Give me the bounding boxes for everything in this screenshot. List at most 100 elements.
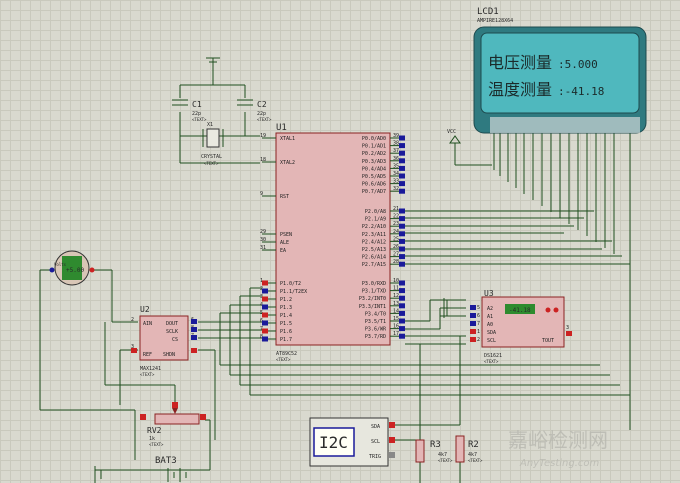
mcu-right-pin-port: [399, 208, 405, 214]
c1-ref: C1: [192, 100, 202, 109]
potentiometer-rv2[interactable]: RV2 1k <TEXT>: [140, 402, 206, 447]
mcu-right-pin-name: P0.0/AD0: [362, 136, 386, 142]
u3-pinnum-scl: 2: [477, 337, 480, 343]
watermark-en: AnyTesting.com: [519, 458, 600, 469]
mcu-left-pin-num: 6: [260, 318, 263, 324]
u3-pinnum-a0: 7: [477, 321, 480, 327]
r2-value: 4k7: [468, 452, 477, 458]
mcu-right-pin-name: P2.0/A8: [365, 209, 386, 215]
u2-pin-dout: DOUT: [166, 321, 178, 327]
mcu-right-pin-port: [399, 295, 405, 301]
mcu-right-pin-name: P0.2/AD2: [362, 151, 386, 157]
mcu-right-pin-name: P3.5/T1: [365, 319, 386, 325]
mcu-right-pin-name: P3.0/RXD: [362, 281, 386, 287]
mcu-right-pin-name: P3.7/RD: [365, 334, 386, 340]
i2c-debugger[interactable]: I2C SDA SCL TRIG: [309, 417, 395, 467]
mcu-left-pin-port: [262, 336, 268, 342]
u3-pinnum-tout: 3: [566, 325, 569, 331]
u2-pin-cs: CS: [172, 337, 178, 343]
mcu-right-pin-port: [399, 333, 405, 339]
vcc-symbol: VCC: [447, 129, 461, 144]
adc-u2[interactable]: U2 AIN DOUT SCLK CS REF SHDN 2 6 8 7 3 M…: [131, 305, 197, 377]
mcu-left-pin-num: 3: [260, 294, 263, 300]
mcu-left-pin-port: [262, 304, 268, 310]
mcu-right-pin-port: [399, 288, 405, 294]
watermark-cn: 嘉峪检测网: [508, 428, 608, 452]
mcu-left-pin-name: P1.6: [280, 329, 292, 335]
wires: [39, 57, 631, 483]
mcu-right-pin-port: [399, 181, 405, 187]
mcu-right-pin-name: P0.4/AD4: [362, 166, 386, 172]
mcu-right-pin-num: 36: [393, 156, 399, 162]
rv2-value: 1k: [149, 436, 155, 442]
mcu-left-pin-port: [262, 280, 268, 286]
u3-pinnum-sda: 1: [477, 329, 480, 335]
crystal-ref: X1: [207, 122, 213, 128]
mcu-right-pin-num: 22: [393, 214, 399, 220]
u2-pin-sclk: SCLK: [166, 329, 178, 335]
vcc-label: VCC: [447, 129, 456, 135]
u3-pinnum-a2: 5: [477, 305, 480, 311]
r3-text: <TEXT>: [438, 458, 453, 463]
mcu-left-pin-num: 19: [260, 133, 266, 139]
resistor-r3[interactable]: R3 4k7 <TEXT>: [415, 439, 453, 463]
mcu-left-pin-name: PSEN: [280, 232, 292, 238]
mcu-right-pin-port: [399, 173, 405, 179]
mcu-left-pin-name: XTAL1: [280, 136, 295, 142]
mcu-right-pin-name: P0.6/AD6: [362, 182, 386, 188]
u2-ref: U2: [140, 305, 150, 314]
mcu-left-pin-port: [262, 288, 268, 294]
lcd-pins: [490, 117, 640, 133]
mcu-right-pins: 39P0.0/AD038P0.1/AD137P0.2/AD236P0.3/AD3…: [359, 133, 405, 340]
capacitor-c1[interactable]: C1 22p <TEXT>: [172, 99, 207, 122]
u3-text: <TEXT>: [484, 359, 499, 364]
mcu-right-pin-num: 16: [393, 324, 399, 330]
mcu-right-pin-num: 33: [393, 179, 399, 185]
mcu-right-pin-port: [399, 303, 405, 309]
mcu-left-pin-num: 8: [260, 334, 263, 340]
mcu-right-pin-num: 37: [393, 148, 399, 154]
u3-pin-sda: SDA: [487, 330, 496, 336]
c2-text: <TEXT>: [257, 117, 272, 122]
mcu-left-pin-name: XTAL2: [280, 160, 295, 166]
mcu-right-pin-port: [399, 318, 405, 324]
mcu-left-pin-num: 30: [260, 237, 266, 243]
mcu-left-pin-name: RST: [280, 194, 289, 200]
mcu-right-pin-port: [399, 188, 405, 194]
capacitor-c2[interactable]: C2 22p <TEXT>: [237, 99, 272, 122]
mcu-right-pin-name: P0.7/AD7: [362, 189, 386, 195]
mcu-right-pin-port: [399, 135, 405, 141]
rv2-ref: RV2: [147, 426, 162, 435]
mcu-left-pin-num: 2: [260, 286, 263, 292]
mcu-right-pin-num: 23: [393, 221, 399, 227]
voltmeter[interactable]: +5.00 Volts: [49, 250, 95, 286]
mcu-right-pin-num: 39: [393, 133, 399, 139]
u3-pin-a2: A2: [487, 306, 493, 312]
mcu-right-pin-num: 26: [393, 244, 399, 250]
r3-ref: R3: [430, 440, 441, 450]
mcu-left-pin-port: [262, 312, 268, 318]
mcu-right-pin-num: 24: [393, 229, 399, 235]
mcu-right-pin-port: [399, 216, 405, 222]
mcu-text: <TEXT>: [276, 357, 291, 362]
lcd-line2-value: :-41.18: [558, 85, 604, 98]
u3-pin-tout: TOUT: [542, 338, 554, 344]
mcu-right-pin-name: P3.6/WR: [365, 327, 387, 333]
mcu-right-pin-name: P2.3/A11: [362, 232, 386, 238]
crystal[interactable]: CRYSTAL <TEXT> X1: [201, 122, 224, 166]
crystal-text: <TEXT>: [204, 161, 219, 166]
resistor-r2[interactable]: R2 4k7 <TEXT>: [455, 435, 483, 463]
mcu-left-pin-num: 5: [260, 310, 263, 316]
u3-part: DS1621: [484, 353, 502, 359]
battery-bat3[interactable]: BAT3: [94, 456, 187, 483]
mcu-right-pin-port: [399, 310, 405, 316]
mcu-right-pin-num: 38: [393, 141, 399, 147]
lcd-display[interactable]: LCD1 AMPIRE128X64 电压测量 :5.000 温度测量 :-41.…: [473, 7, 647, 134]
mcu-right-pin-num: 12: [393, 293, 399, 299]
mcu-right-pin-num: 28: [393, 259, 399, 265]
mcu-right-pin-port: [399, 326, 405, 332]
mcu-right-pin-num: 10: [393, 278, 399, 284]
temp-sensor-u3[interactable]: U3 -41.18 A2 A1 A0 SDA SCL TOUT 5 6 7 1 …: [470, 289, 572, 364]
